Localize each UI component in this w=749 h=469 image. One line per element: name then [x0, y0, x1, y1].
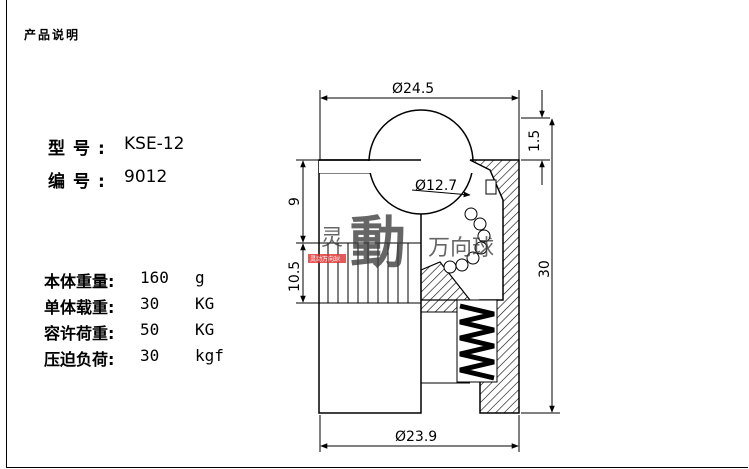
spec-load-label: 单体载重: — [44, 298, 115, 317]
dim-right: 1.5 30 — [521, 90, 560, 414]
watermark-stamp — [308, 254, 346, 263]
spec-allowable-unit: KG — [195, 320, 215, 339]
knurl-lines — [327, 243, 409, 303]
watermark-big-char: 動 — [350, 210, 406, 276]
support-balls — [443, 207, 491, 274]
dim-top-width: Ø24.5 — [319, 81, 520, 160]
spec-weight-label: 本体重量: — [44, 272, 115, 291]
dim-lower-left-label: 10.5 — [287, 261, 303, 292]
spec-pressure-row: 压迫负荷: 30 kgf — [44, 346, 224, 372]
dim-cap-height-label: 1.5 — [527, 130, 543, 152]
spec-weight-row: 本体重量: 160 g — [44, 268, 224, 294]
spec-model-row: 型号: KSE-12 — [48, 134, 184, 167]
spec-top-list: 型号: KSE-12 编号: 9012 — [48, 134, 184, 200]
dim-top-width-label: Ø24.5 — [392, 81, 434, 97]
spec-allowable-row: 容许荷重: 50 KG — [44, 320, 224, 346]
page-title: 产品说明 — [24, 28, 81, 42]
dim-bottom-width: Ø23.9 — [319, 415, 520, 452]
spec-allowable-label: 容许荷重: — [44, 324, 115, 343]
spec-pressure-label: 压迫负荷: — [44, 350, 115, 369]
watermark: 灵 動 万向球 灵动万向球 — [308, 210, 494, 276]
spec-weight-unit: g — [195, 268, 205, 287]
dim-bottom-width-label: Ø23.9 — [395, 429, 437, 445]
spec-load-unit: KG — [195, 294, 215, 313]
spec-load-row: 单体载重: 30 KG — [44, 294, 224, 320]
spec-model-value: KSE-12 — [124, 134, 185, 154]
dim-upper-left-label: 9 — [287, 197, 303, 206]
dim-ball-label: Ø12.7 — [415, 178, 457, 194]
dim-total-height-label: 30 — [537, 260, 553, 278]
spec-code-label: 编号: — [48, 172, 113, 192]
spring — [456, 299, 498, 383]
spec-weight-value: 160 — [140, 268, 169, 287]
watermark-left-char: 灵 — [321, 226, 343, 251]
dim-ball: Ø12.7 — [411, 178, 471, 198]
spec-model-label: 型号: — [48, 139, 113, 159]
spec-load-value: 30 — [140, 294, 160, 313]
spec-allowable-value: 50 — [140, 320, 160, 339]
page-frame — [6, 0, 748, 468]
spec-bottom-list: 本体重量: 160 g 单体载重: 30 KG 容许荷重: 50 KG 压迫负荷… — [44, 268, 224, 372]
watermark-stamp-text: 灵动万向球 — [310, 255, 340, 263]
dim-left: 9 10.5 — [287, 159, 319, 304]
spec-code-row: 编号: 9012 — [48, 167, 184, 200]
spec-pressure-value: 30 — [140, 346, 160, 365]
spec-code-value: 9012 — [124, 167, 168, 187]
spec-pressure-unit: kgf — [195, 346, 224, 365]
watermark-right-text: 万向球 — [428, 236, 494, 261]
